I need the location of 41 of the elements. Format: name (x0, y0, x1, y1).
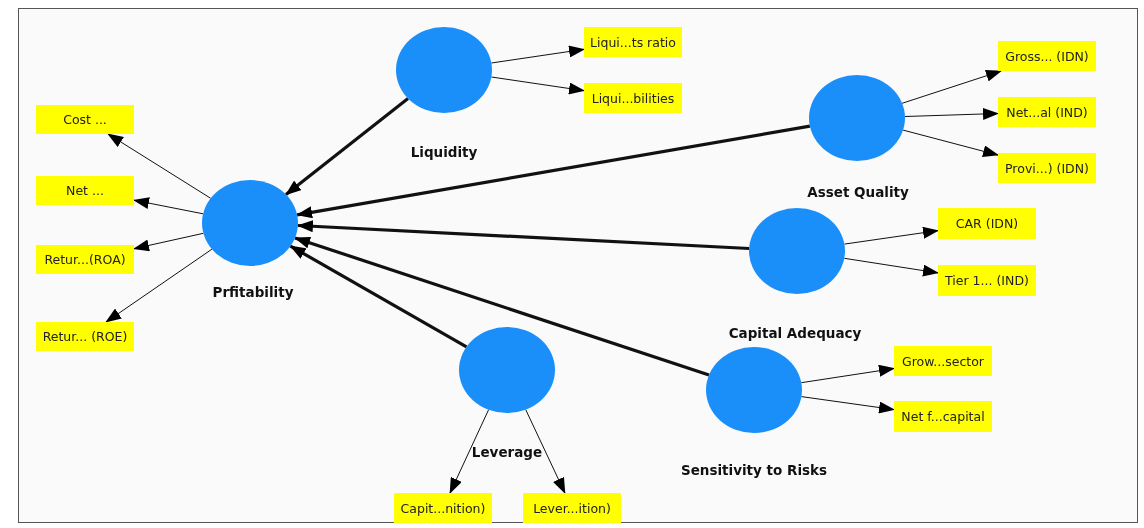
indicator-box: Liqui...ts ratio (584, 27, 682, 57)
indicator-box: Gross... (IDN) (998, 41, 1096, 71)
construct-label: Prfitability (212, 284, 294, 300)
arrow (294, 236, 710, 377)
indicator-box: Net f...capital (894, 401, 992, 432)
arrow (285, 97, 409, 196)
indicator-box: Retur... (ROE) (36, 322, 134, 351)
arrow (843, 226, 939, 245)
construct-label: Asset Quality (807, 184, 909, 200)
arrow (133, 197, 204, 215)
construct-label: Liquidity (410, 144, 478, 160)
arrow (296, 124, 811, 219)
indicator-box: Net...al (IND) (998, 97, 1096, 127)
arrow (105, 248, 213, 323)
construct-label: Leverage (471, 444, 543, 460)
arrow (525, 409, 566, 494)
indicator-box: Retur...(ROA) (36, 245, 134, 274)
indicator-box: Cost ... (36, 105, 134, 134)
arrow (901, 69, 1002, 104)
indicator-box: Provi...) (IDN) (998, 153, 1096, 183)
indicator-box: Liqui...bilities (584, 83, 682, 113)
arrow (490, 76, 585, 95)
arrow (902, 129, 999, 158)
arrow (800, 396, 895, 414)
indicator-box: Capit...nition) (394, 493, 492, 523)
arrow (107, 133, 212, 199)
indicator-box: Lever...ition) (523, 493, 621, 523)
indicator-box: CAR (IDN) (938, 208, 1036, 239)
arrow (133, 232, 204, 252)
arrow (449, 409, 490, 494)
arrow (843, 257, 939, 277)
construct-label: Capital Adequacy (728, 325, 862, 341)
indicator-box: Tier 1... (IND) (938, 265, 1036, 296)
arrow (490, 45, 585, 64)
arrow (296, 220, 750, 251)
arrow (904, 108, 999, 120)
arrow (800, 364, 895, 384)
indicator-box: Net ... (36, 176, 134, 205)
construct-label: Sensitivity to Risks (680, 462, 828, 478)
indicator-box: Grow...sector (894, 346, 992, 376)
arrow (289, 244, 468, 349)
